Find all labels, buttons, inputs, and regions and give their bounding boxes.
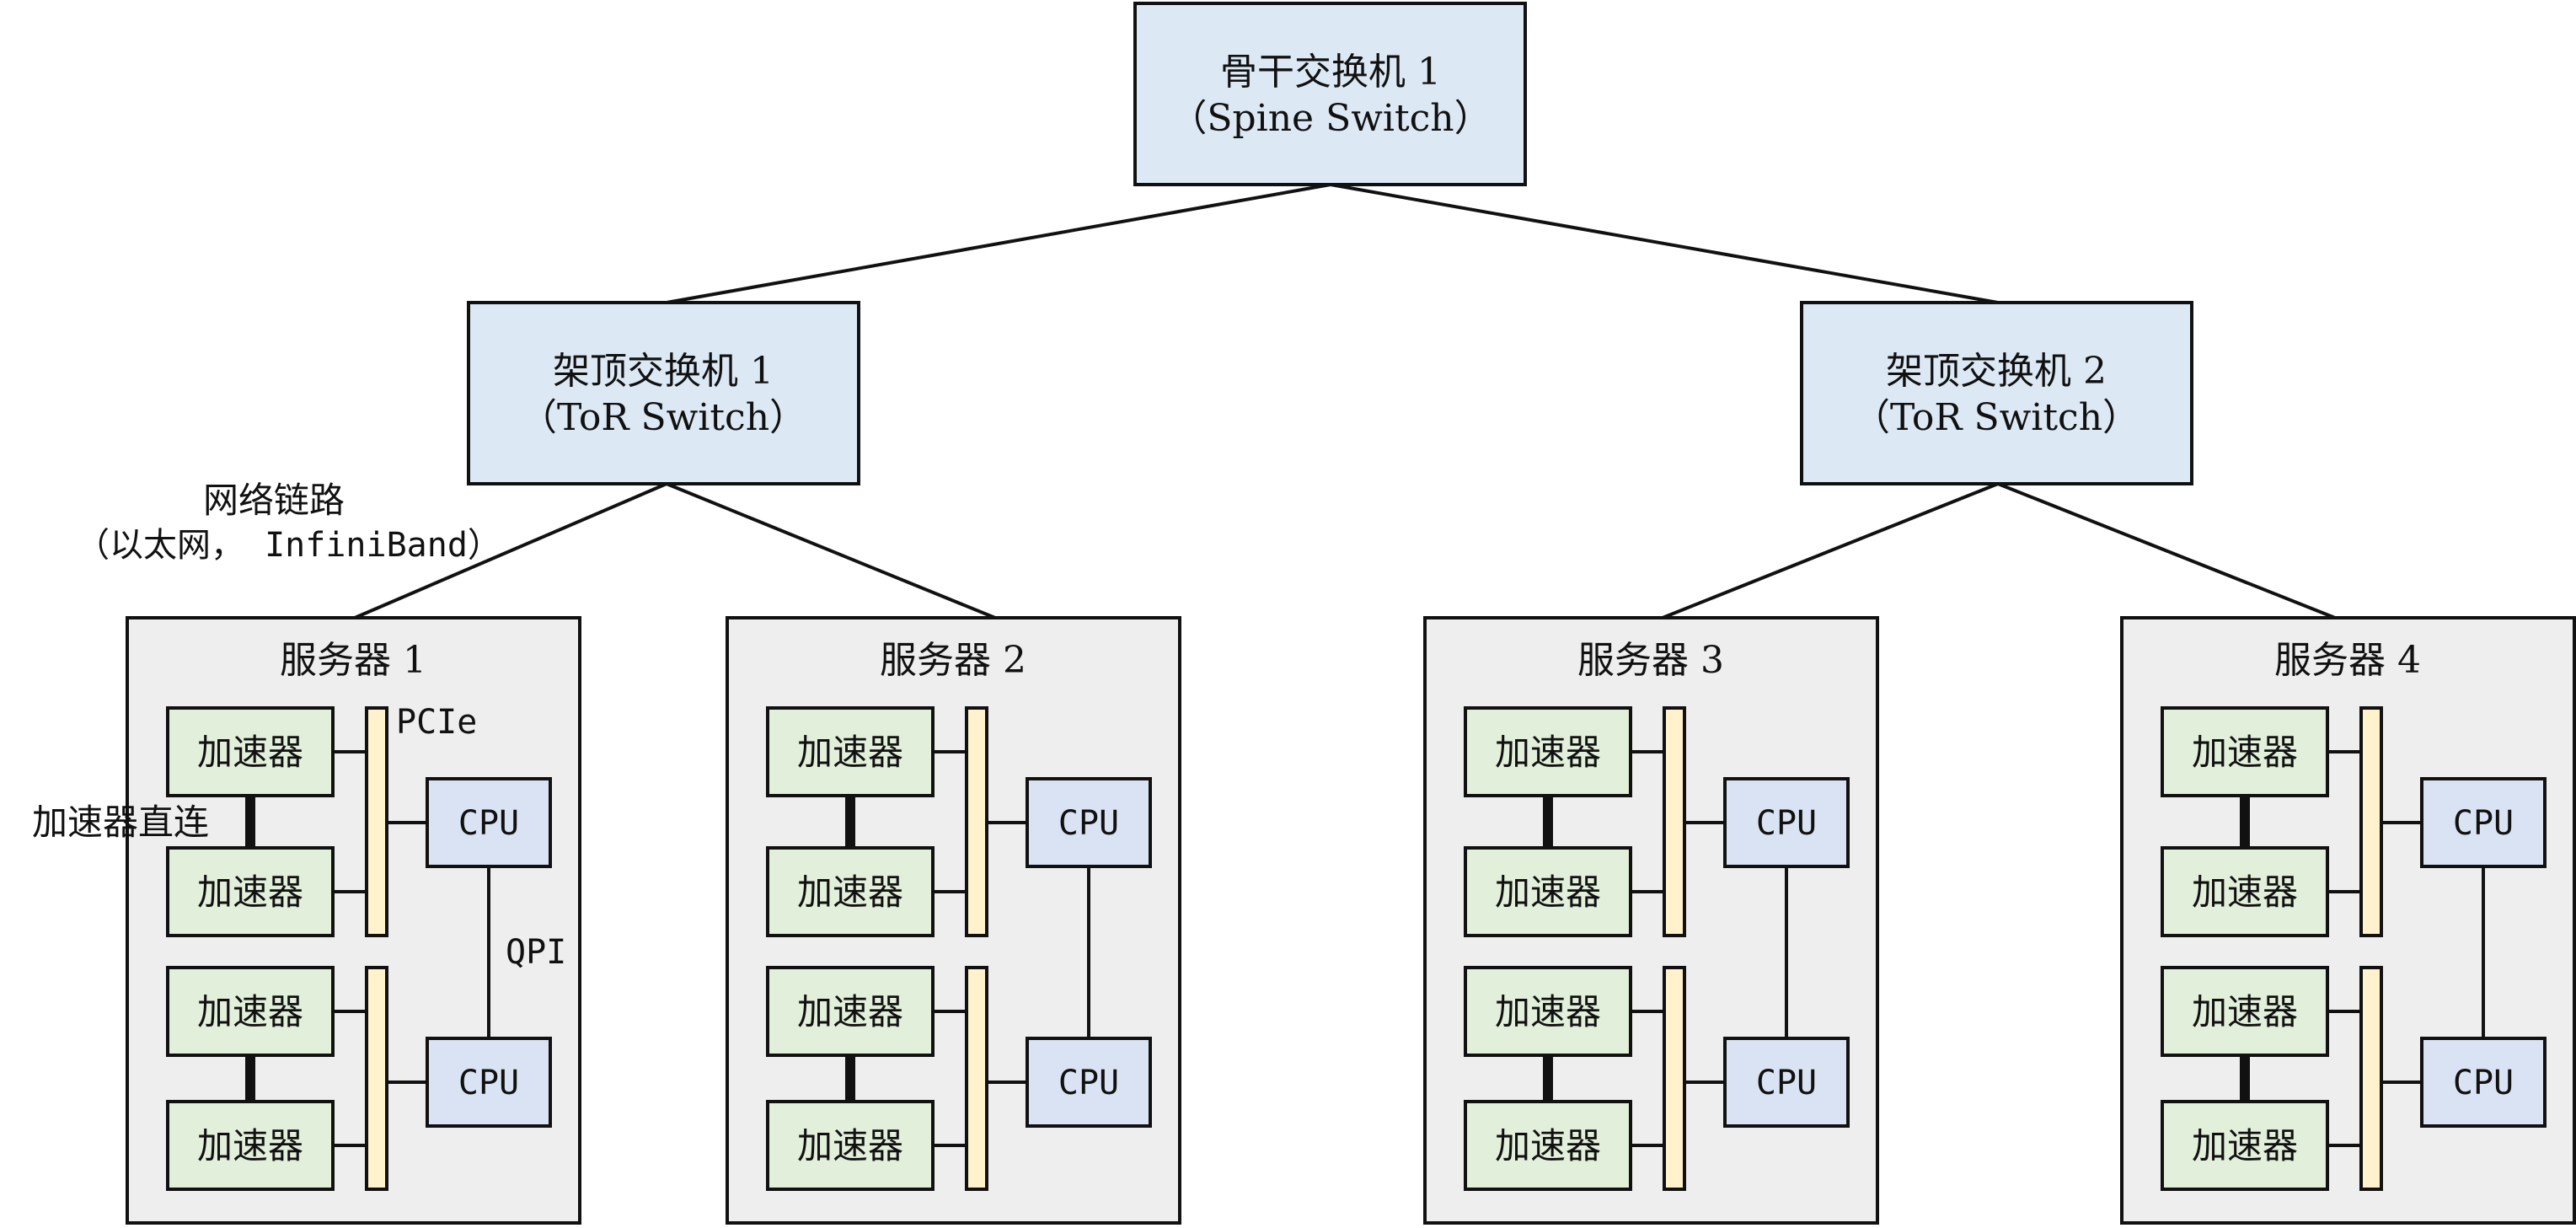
pcie-bus-bar [365, 966, 388, 1191]
tor-switch-2-title: 架顶交换机 2 [1886, 350, 2107, 393]
spine-to-tor2-link [1330, 183, 1999, 304]
cpu-box [426, 777, 552, 868]
accelerator-label: 加速器 [2192, 1125, 2298, 1166]
cpu-box [1026, 777, 1152, 868]
cpu-box [1723, 777, 1850, 868]
accelerator-label: 加速器 [197, 991, 303, 1032]
accelerator-label: 加速器 [2192, 991, 2298, 1032]
accelerator-box [2161, 1100, 2329, 1191]
accelerator-label: 加速器 [2192, 732, 2298, 773]
cpu-box [426, 1037, 552, 1128]
cpu-label: CPU [1756, 1064, 1817, 1102]
cpu-label: CPU [458, 804, 519, 843]
cpu-label: CPU [458, 1064, 519, 1102]
accelerator-box [766, 706, 935, 797]
accelerator-box [1464, 706, 1632, 797]
tor-switch-2-box [1800, 301, 2193, 485]
accelerator-box [1464, 1100, 1632, 1191]
accelerator-label: 加速器 [197, 871, 303, 913]
accelerator-label: 加速器 [197, 732, 303, 773]
accelerator-label: 加速器 [797, 732, 903, 773]
accelerator-direct-link-label: 加速器直连 [32, 802, 209, 843]
spine-switch-box [1133, 2, 1527, 186]
cpu-label: CPU [2453, 1064, 2514, 1102]
accelerator-label: 加速器 [1495, 1125, 1601, 1166]
accelerator-label: 加速器 [2192, 871, 2298, 913]
accelerator-box [2161, 966, 2329, 1057]
cpu-box [2420, 1037, 2547, 1128]
accelerator-box [1464, 966, 1632, 1057]
cpu-box [2420, 777, 2547, 868]
tor-switch-2: 架顶交换机 2 （ToR Switch） [1800, 301, 2193, 485]
pcie-bus-bar [965, 706, 988, 937]
tor1-to-server1-link [354, 482, 667, 619]
accelerator-box [166, 1100, 335, 1191]
tor-switch-1-title: 架顶交换机 1 [553, 350, 774, 393]
cpu-label: CPU [1058, 804, 1119, 843]
accelerator-label: 加速器 [797, 991, 903, 1032]
cpu-label: CPU [2453, 804, 2514, 843]
network-link-label: 网络链路 （以太网， InfiniBand） [76, 480, 501, 565]
accelerator-label: 加速器 [197, 1125, 303, 1166]
pcie-bus-bar [965, 966, 988, 1191]
network-link-label-line1: 网络链路 [203, 480, 345, 521]
server-3-title: 服务器 3 [1577, 639, 1724, 682]
switch-links [354, 183, 2336, 619]
cpu-box [1026, 1037, 1152, 1128]
accelerator-label: 加速器 [797, 1125, 903, 1166]
tor-switch-2-subtitle: （ToR Switch） [1853, 396, 2140, 439]
tor1-to-server2-link [666, 482, 996, 619]
accelerator-box [2161, 846, 2329, 937]
spine-to-tor1-link [666, 183, 1331, 304]
cpu-label: CPU [1756, 804, 1817, 843]
accelerator-box [166, 706, 335, 797]
server-4-title: 服务器 4 [2274, 639, 2421, 682]
network-link-label-line2: （以太网， InfiniBand） [76, 526, 501, 565]
spine-switch: 骨干交换机 1 （Spine Switch） [1133, 2, 1527, 186]
accelerator-box [1464, 846, 1632, 937]
accelerator-label: 加速器 [1495, 732, 1601, 773]
accelerator-box [2161, 706, 2329, 797]
accelerator-box [766, 966, 935, 1057]
pcie-bus-bar [2359, 966, 2383, 1191]
server-1-title: 服务器 1 [280, 639, 426, 682]
qpi-label: QPI [506, 933, 566, 972]
accelerator-box [766, 1100, 935, 1191]
tor-switch-1: 架顶交换机 1 （ToR Switch） [467, 301, 860, 485]
accelerator-box [766, 846, 935, 937]
tor-switch-1-box [467, 301, 860, 485]
server-2-title: 服务器 2 [880, 639, 1026, 682]
cpu-label: CPU [1058, 1064, 1119, 1102]
accelerator-label: 加速器 [1495, 991, 1601, 1032]
accelerator-label: 加速器 [1495, 871, 1601, 913]
pcie-bus-bar [365, 706, 388, 937]
pcie-bus-bar [2359, 706, 2383, 937]
pcie-bus-bar [1663, 706, 1686, 937]
tor2-to-server4-link [1997, 482, 2336, 619]
tor-switch-1-subtitle: （ToR Switch） [520, 396, 806, 439]
pcie-bus-bar [1663, 966, 1686, 1191]
accelerator-box [166, 966, 335, 1057]
accelerator-box [166, 846, 335, 937]
tor2-to-server3-link [1662, 482, 1999, 619]
pcie-label: PCIe [396, 703, 477, 742]
spine-switch-title: 骨干交换机 1 [1220, 51, 1441, 94]
accelerator-label: 加速器 [797, 871, 903, 913]
spine-switch-subtitle: （Spine Switch） [1170, 97, 1491, 140]
